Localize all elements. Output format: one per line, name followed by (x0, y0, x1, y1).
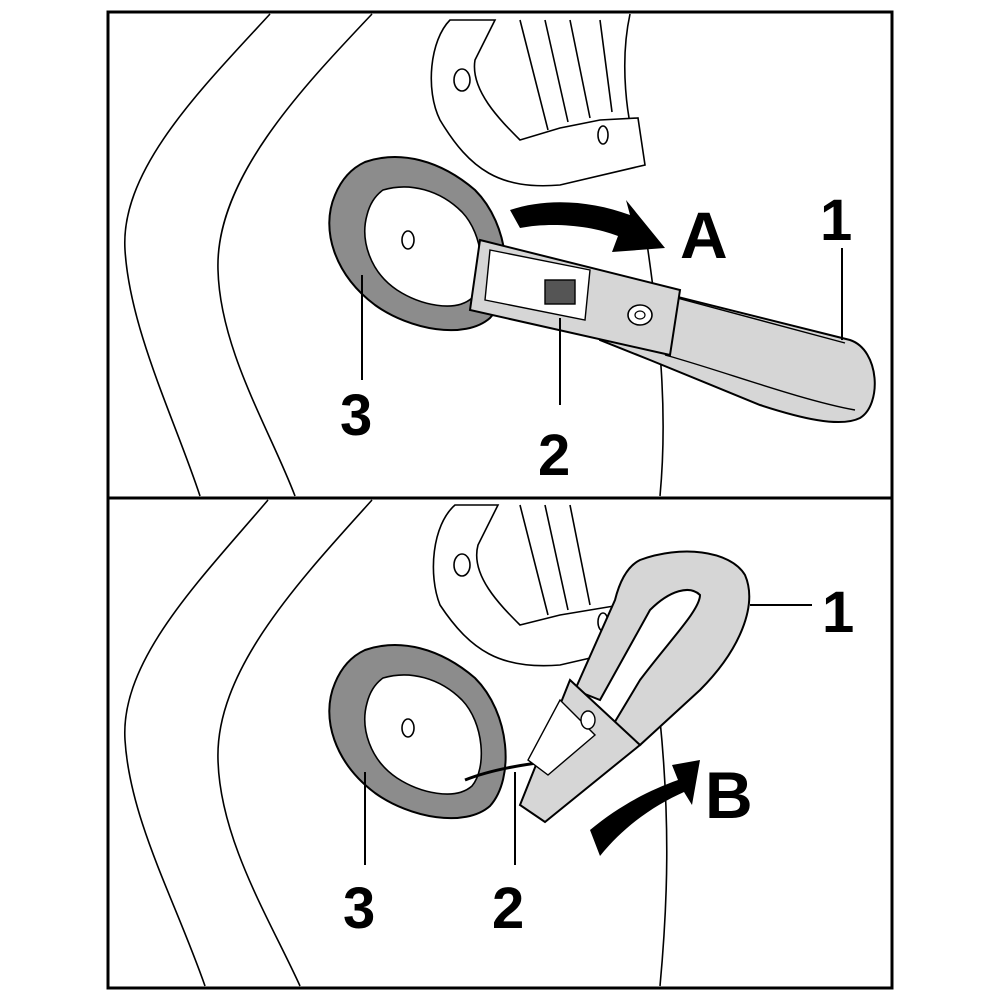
seat-contour-lines (124, 499, 668, 987)
leader-lines-bottom (364, 604, 812, 865)
rotation-arrow-a (510, 200, 665, 252)
callout-1-top: 1 (820, 188, 852, 253)
seat-pad (328, 156, 507, 332)
seat-pad (328, 644, 507, 820)
rotation-arrow-b (590, 760, 700, 856)
callout-1-bottom: 1 (822, 580, 854, 645)
callout-2-top: 2 (538, 423, 570, 488)
panel-top: 1 A 3 2 (106, 10, 894, 500)
leader-lines-top (361, 248, 843, 405)
callout-3-top: 3 (340, 383, 372, 448)
seat-contour-lines (124, 13, 664, 497)
panel-bottom: 1 B 3 2 (106, 496, 894, 990)
strap-buckle (468, 238, 682, 357)
callout-a: A (680, 198, 728, 272)
seat-frame-bracket (432, 504, 626, 667)
callout-2-bottom: 2 (492, 876, 524, 941)
strap-buckle (518, 678, 642, 824)
seat-frame-bracket (430, 19, 646, 187)
callout-3-bottom: 3 (343, 876, 375, 941)
callout-b: B (705, 758, 753, 832)
